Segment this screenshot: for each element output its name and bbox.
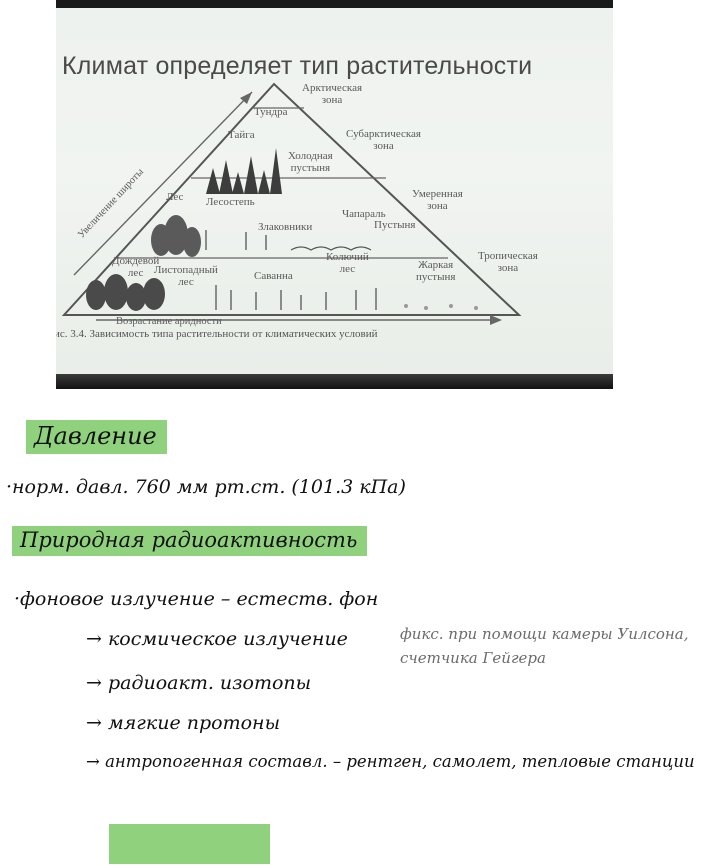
slide-title: Климат определяет тип растительности [62,52,533,80]
label-forest-steppe: Лесостепь [206,196,255,208]
note-soft-protons: → мягкие протоны [86,712,281,734]
slide-caption: ис. 3.4. Зависимость типа растительности… [56,328,378,340]
label-savanna: Саванна [254,270,293,282]
note-normal-pressure: ·норм. давл. 760 мм рт.ст. (101.3 кПа) [6,476,406,498]
label-chaparral: Чапараль [342,208,386,220]
label-desert: Пустыня [374,219,416,231]
note-detection-methods: фикс. при помощи камеры Уилсона, счетчик… [400,625,689,667]
screen-frame [56,374,613,389]
bottom-arrow-label: Возрастание аридности [116,316,222,327]
label-rain-forest: Дождевой лес [112,255,160,279]
note-background-radiation: ·фоновое излучение – естеств. фон [14,588,379,610]
vegetation-pyramid [61,82,522,325]
label-thorn-forest: Колючий лес [326,251,369,275]
note-cosmic-radiation: → космическое излучение [86,628,348,650]
projection-screen: Климат определяет тип растительности [56,8,613,374]
label-grasses: Злаковники [258,221,313,233]
highlight-block [109,824,270,864]
label-forest: Лес [166,191,184,203]
label-tundra: Тундра [254,106,288,118]
zone-subarctic: Субарктическая зона [346,128,421,152]
zone-tropical: Тропическая зона [478,250,538,274]
note-anthropogenic: → антропогенная составл. – рентген, само… [86,752,695,771]
zone-temperate: Умеренная зона [412,188,463,212]
label-taiga: Тайга [228,129,255,141]
zone-arctic: Арктическая зона [302,82,363,106]
note-radioactive-isotopes: → радиоакт. изотопы [86,672,312,694]
label-hot-desert: Жаркая пустыня [416,259,456,283]
slide-photo: Климат определяет тип растительности [56,0,613,389]
heading-pressure: Давление [26,420,167,454]
heading-radioactivity: Природная радиоактивность [12,526,368,556]
label-cold-desert: Холодная пустыня [288,150,333,174]
label-deciduous-forest: Листопадный лес [154,264,218,288]
